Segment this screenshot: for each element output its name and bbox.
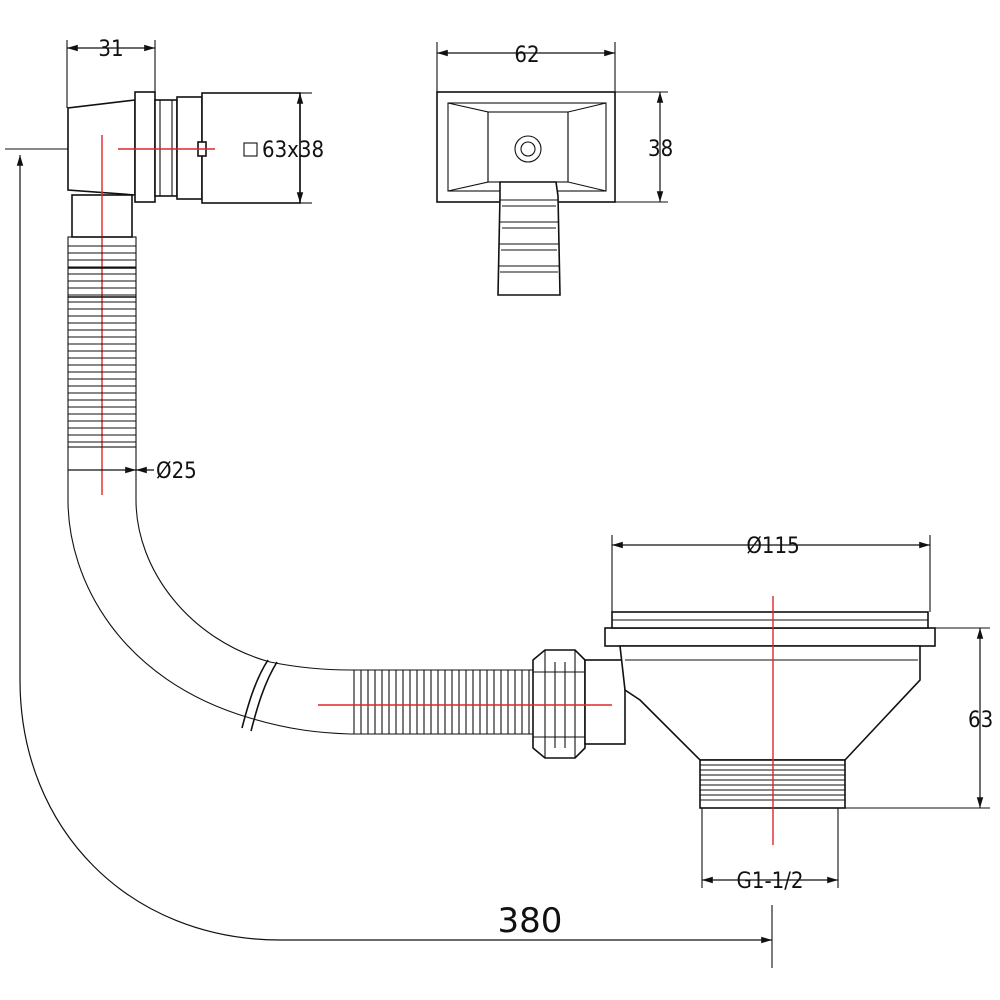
dimension-label-62: 62 xyxy=(514,43,539,68)
dimension-62: 62 xyxy=(436,42,616,92)
dimension-label-hose-diameter: Ø25 xyxy=(156,459,197,484)
dimension-380: 380 xyxy=(5,148,773,968)
dimension-label-63: 63 xyxy=(968,708,993,733)
dimension-31: 31 xyxy=(66,37,156,108)
side-outlet xyxy=(584,659,626,745)
horizontal-hose xyxy=(350,669,533,735)
overflow-front-view xyxy=(436,91,616,296)
dimension-63: 63 xyxy=(845,627,993,809)
dimension-label-63x38: 63x38 xyxy=(262,138,324,163)
curved-pipe xyxy=(67,447,351,735)
dimension-label-basket-diameter: Ø115 xyxy=(746,534,799,559)
dimension-label-thread: G1-1/2 xyxy=(737,869,804,894)
basket-flange xyxy=(604,627,936,647)
dimension-38: 38 xyxy=(615,91,673,203)
dimension-basket-diameter: Ø115 xyxy=(611,534,931,612)
dimension-thread: G1-1/2 xyxy=(701,808,839,894)
dimension-label-31: 31 xyxy=(98,37,123,62)
front-outlet xyxy=(497,181,561,296)
connection-nut xyxy=(532,649,586,759)
dimension-label-38: 38 xyxy=(648,137,673,162)
overflow-washer xyxy=(154,99,178,197)
dimension-label-380: 380 xyxy=(498,901,563,941)
overflow-flange xyxy=(134,91,156,203)
dimension-hose-diameter: Ø25 xyxy=(68,459,197,484)
basket-body xyxy=(619,645,921,761)
